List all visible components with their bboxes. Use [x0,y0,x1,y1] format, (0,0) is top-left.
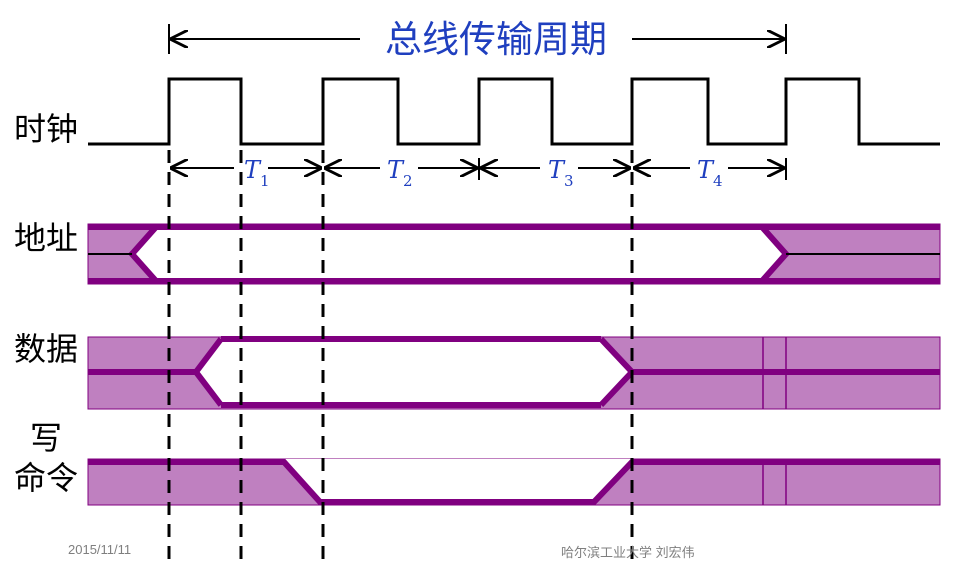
write-command-waveform [88,459,940,505]
period-arrows: T1 T2 T3 T4 [170,156,787,190]
period-1-label: T1 [244,156,270,190]
period-2-subscript: 2 [403,172,413,190]
period-3-label: T3 [548,156,574,190]
bus-cycle-title: 总线传输周期 [385,18,607,61]
period-4-label: T4 [697,156,723,190]
address-label: 地址 [14,219,79,257]
footer-source: 哈尔滨工业大学 刘宏伟 [561,545,695,560]
period-4-symbol: T [697,156,715,184]
period-2-symbol: T [387,156,405,184]
period-4-subscript: 4 [713,172,723,190]
period-2-label: T2 [387,156,413,190]
footer-date: 2015/11/11 [68,542,132,557]
write-command-signal [87,458,941,506]
clock-waveform [88,77,940,146]
period-1-subscript: 1 [260,172,270,190]
bus-cycle-span: 总线传输周期 [168,18,787,61]
write-label-line2: 命令 [14,459,79,497]
data-bus [87,336,941,410]
period-1-symbol: T [244,156,262,184]
address-bus [87,223,941,285]
write-command-active-low-window [284,459,632,502]
dashed-guides [167,150,634,567]
period-3-symbol: T [548,156,566,184]
write-label-line1: 写 [30,419,63,457]
clock-label: 时钟 [14,110,79,148]
data-bus-valid-window [196,339,632,405]
data-label: 数据 [14,330,79,368]
period-3-subscript: 3 [564,172,574,190]
address-bus-valid-window [132,227,786,281]
